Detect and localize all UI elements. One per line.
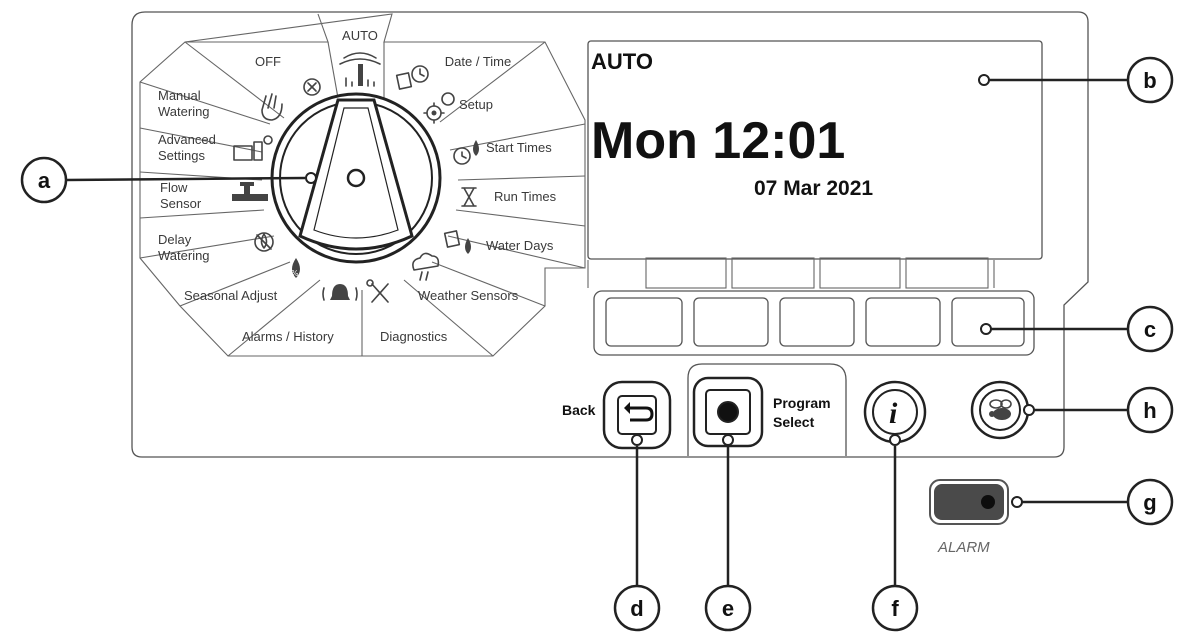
svg-text:h: h xyxy=(1143,398,1156,423)
program-select-label-2: Select xyxy=(773,414,815,430)
display-date: 07 Mar 2021 xyxy=(754,177,873,200)
display-mode: AUTO xyxy=(591,49,653,74)
soft-key-3[interactable] xyxy=(779,297,855,347)
svg-text:c: c xyxy=(1144,317,1156,342)
callout-a: a xyxy=(20,156,317,204)
svg-text:g: g xyxy=(1143,490,1156,515)
dial-label-manual-watering-2: Watering xyxy=(158,104,210,119)
callout-h: h xyxy=(1023,386,1174,434)
dial-label-delay-watering-2: Watering xyxy=(158,248,210,263)
clock-drop-icon xyxy=(453,140,479,165)
tools-icon xyxy=(366,279,389,303)
alarm-bell-icon xyxy=(322,284,358,301)
dial-label-advanced-settings-2: Settings xyxy=(158,148,205,163)
hourglass-icon xyxy=(461,187,477,207)
dial-label-manual-watering-1: Manual xyxy=(158,88,201,103)
display-time: Mon 12:01 xyxy=(591,112,845,170)
dial-label-start-times: Start Times xyxy=(486,140,552,155)
calendar-clock-icon xyxy=(395,65,429,90)
hand-water-icon xyxy=(261,93,283,121)
svg-text:%: % xyxy=(291,269,299,278)
calendar-drop-icon xyxy=(443,230,471,254)
dial-label-delay-watering-1: Delay xyxy=(158,232,192,247)
callout-b: b xyxy=(978,56,1174,104)
callout-f: f xyxy=(871,434,919,632)
program-select-label-1: Program xyxy=(773,395,831,411)
sprinkler-icon xyxy=(339,52,381,87)
soft-key-label-slots xyxy=(587,257,995,289)
soft-key-1[interactable] xyxy=(605,297,683,347)
remote-devices-icon xyxy=(233,135,273,161)
back-arrow-icon xyxy=(624,402,654,422)
svg-text:a: a xyxy=(38,168,51,193)
percent-drop-icon: % xyxy=(291,258,300,278)
dial-label-water-days: Water Days xyxy=(486,238,554,253)
svg-text:f: f xyxy=(891,596,899,621)
soft-key-bar xyxy=(593,290,1035,356)
dial-label-diagnostics: Diagnostics xyxy=(380,329,448,344)
off-x-icon xyxy=(303,78,321,96)
dial-segment-dividers xyxy=(139,41,586,357)
dial-label-off: OFF xyxy=(255,54,281,69)
dial-label-auto: AUTO xyxy=(342,28,378,43)
lcd-display xyxy=(587,40,1043,260)
controller-panel xyxy=(131,11,1089,458)
soft-key-2[interactable] xyxy=(693,297,769,347)
program-select-dot xyxy=(717,401,739,423)
gear-icon xyxy=(423,92,455,124)
cloud-sensor-icon xyxy=(412,252,440,281)
dial-label-seasonal-adjust: Seasonal Adjust xyxy=(184,288,278,303)
dial-label-flow-sensor-2: Sensor xyxy=(160,196,202,211)
dial-label-date-time: Date / Time xyxy=(445,54,511,69)
dial-label-alarms-history: Alarms / History xyxy=(242,329,334,344)
callout-c: c xyxy=(980,305,1174,353)
program-select-frame xyxy=(687,363,847,456)
dial-label-setup: Setup xyxy=(459,97,493,112)
dial-label-weather-sensors: Weather Sensors xyxy=(418,288,519,303)
callout-d: d xyxy=(613,434,661,632)
svg-text:e: e xyxy=(722,596,734,621)
soft-key-5[interactable] xyxy=(951,297,1025,347)
callout-g: g xyxy=(1011,478,1174,526)
dial-label-advanced-settings-1: Advanced xyxy=(158,132,216,147)
no-water-icon xyxy=(254,232,274,252)
soft-key-4[interactable] xyxy=(865,297,941,347)
alarm-label: ALARM xyxy=(937,539,990,556)
svg-text:b: b xyxy=(1143,68,1156,93)
dial-label-flow-sensor-1: Flow xyxy=(160,180,188,195)
alarm-led-dot xyxy=(981,495,995,509)
bee-icon xyxy=(989,399,1012,420)
flow-pipe-icon xyxy=(232,182,268,201)
dial-label-run-times: Run Times xyxy=(494,189,557,204)
alarm-led xyxy=(934,484,1004,520)
back-button-label: Back xyxy=(562,402,596,418)
info-icon: i xyxy=(889,397,898,430)
back-button-inner[interactable] xyxy=(617,395,657,435)
callout-e: e xyxy=(704,434,752,632)
svg-text:d: d xyxy=(630,596,643,621)
